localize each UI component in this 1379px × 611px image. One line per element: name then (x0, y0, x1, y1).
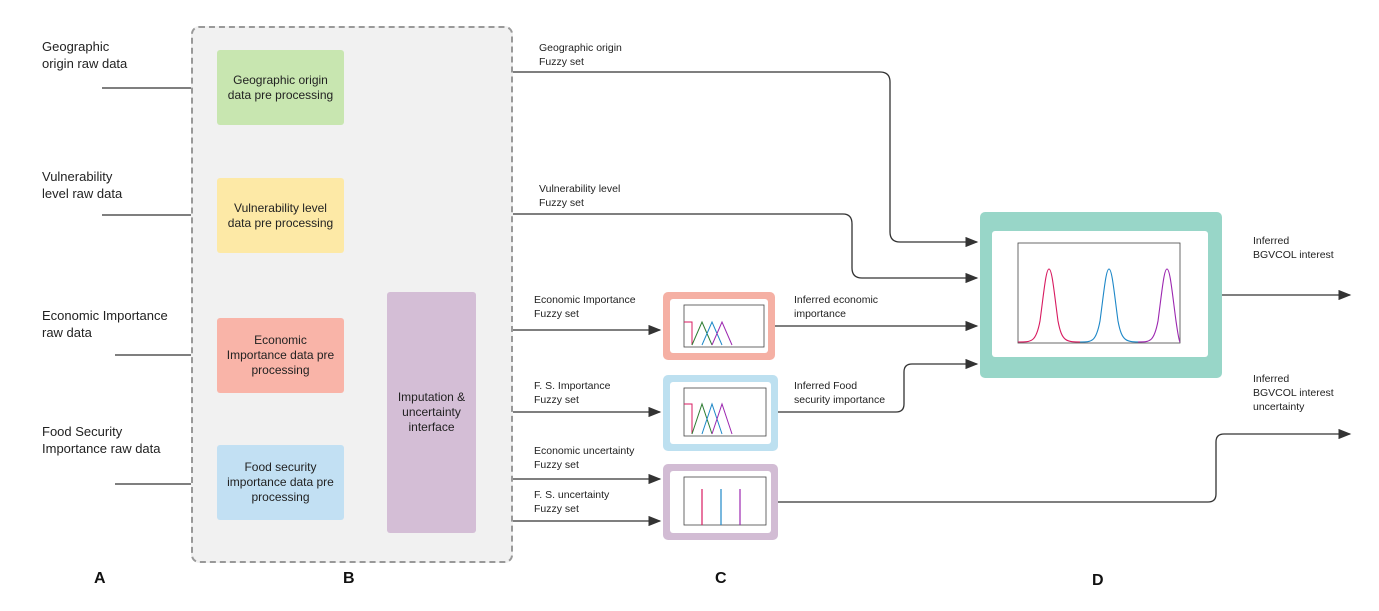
imputation-box: Imputation & uncertainty interface (387, 292, 476, 533)
eco-uncertainty-fuzzy-set-label: Economic uncertainty Fuzzy set (534, 445, 635, 471)
arrow-geo-to-output (344, 71, 979, 248)
food-security-raw-data-label: Food Security Importance raw data (42, 424, 161, 456)
geo-fuzzy-set-label: Geographic origin Fuzzy set (539, 42, 622, 68)
eco-fuzzy-set-label: Economic Importance Fuzzy set (534, 294, 636, 320)
eco-fuzzy-thumbnail (663, 292, 775, 360)
stage-label-a: A (94, 570, 106, 587)
economic-raw-data-label: Economic Importance raw data (42, 308, 168, 340)
vul-fuzzy-set-label: Vulnerability level Fuzzy set (539, 183, 621, 209)
imputation-label: Imputation & uncertainty interface (397, 390, 466, 434)
eco-preprocessing-box: Economic Importance data pre processing (217, 318, 344, 393)
geo-preprocessing-box: Geographic origin data pre processing (217, 50, 344, 125)
food-preprocessing-label: Food security importance data pre proces… (227, 460, 334, 504)
vul-preprocessing-box: Vulnerability level data pre processing (217, 178, 344, 253)
fs-uncertainty-fuzzy-set-label: F. S. uncertainty Fuzzy set (534, 489, 610, 515)
arrow-fs-fuzzy-to-output (778, 358, 979, 413)
interest-membership-plot (1017, 242, 1181, 344)
uncertainty-thumbnail (663, 464, 778, 540)
food-preprocessing-box: Food security importance data pre proces… (217, 445, 344, 520)
inferred-food-label: Inferred Food security importance (794, 380, 886, 406)
arrow-vul-to-output (344, 213, 979, 284)
uncertainty-plot (683, 476, 767, 526)
fs-fuzzy-set-label: F. S. Importance Fuzzy set (534, 380, 611, 406)
stage-label-d: D (1092, 572, 1104, 589)
geo-preprocessing-label: Geographic origin data pre processing (227, 72, 334, 102)
inferred-interest-label: Inferred BGVCOL interest (1253, 235, 1334, 261)
eco-preprocessing-label: Economic Importance data pre processing (226, 333, 335, 377)
vulnerability-raw-data-label: Vulnerability level raw data (42, 169, 123, 201)
output-inference-box (980, 212, 1222, 378)
stage-label-c: C (715, 570, 727, 587)
stage-label-b: B (343, 570, 355, 587)
inferred-economic-label: Inferred economic importance (794, 294, 879, 320)
fs-membership-plot (683, 387, 767, 437)
geo-raw-data-label: Geographic origin raw data (42, 39, 128, 71)
fs-fuzzy-thumbnail (663, 375, 778, 451)
arrow-unc-to-output (778, 428, 1352, 503)
eco-membership-plot (683, 304, 765, 348)
inferred-uncertainty-label: Inferred BGVCOL interest uncertainty (1253, 373, 1334, 413)
vul-preprocessing-label: Vulnerability level data pre processing (227, 200, 334, 230)
